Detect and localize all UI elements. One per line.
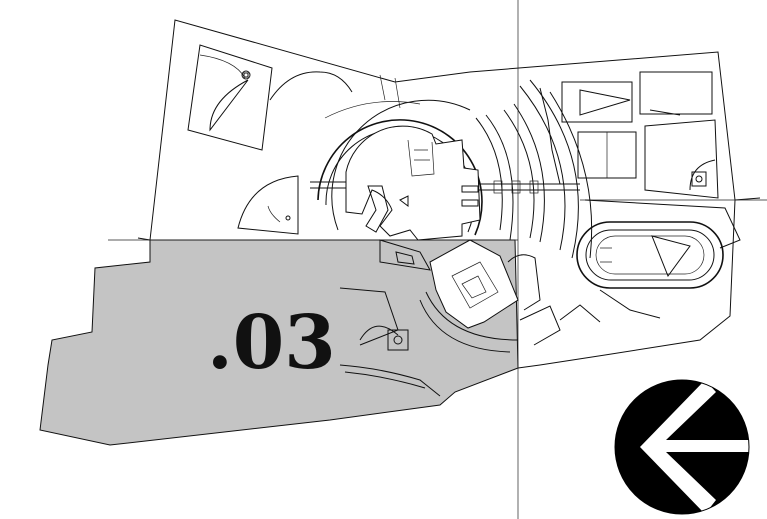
zone-label: .03 xyxy=(207,300,336,386)
central-building xyxy=(345,125,481,241)
highlighted-zone-03[interactable] xyxy=(39,239,519,446)
east-connector xyxy=(310,180,580,194)
field-west xyxy=(237,175,299,235)
south-building xyxy=(379,239,561,353)
baseball-field-south xyxy=(339,287,441,397)
softball-field-northeast xyxy=(561,71,719,199)
baseball-field-northwest xyxy=(187,44,273,151)
running-track xyxy=(576,199,741,289)
ring-roads xyxy=(317,79,593,259)
north-arrow-icon[interactable] xyxy=(614,379,767,515)
